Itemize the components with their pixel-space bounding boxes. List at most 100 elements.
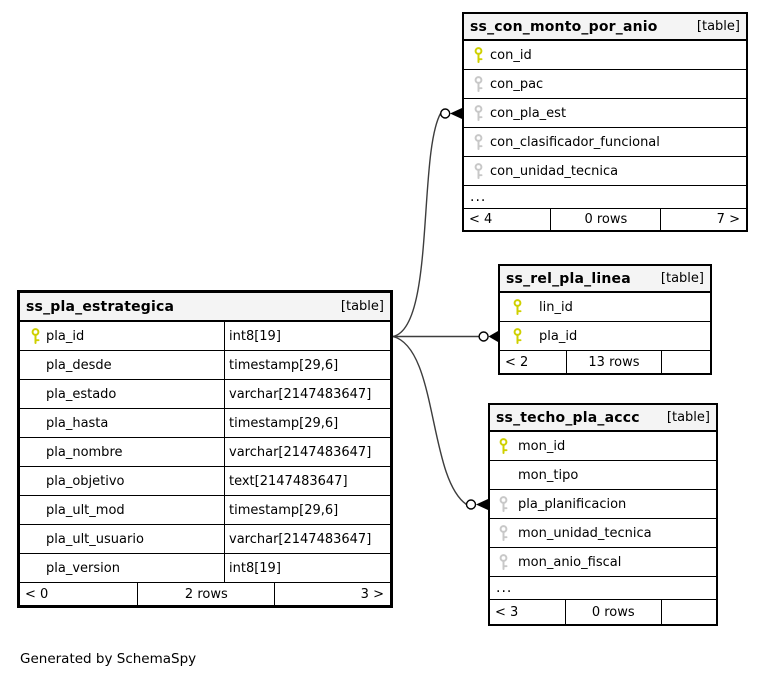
primary-key-icon: [512, 328, 523, 344]
column-row: pla_nombre varchar[2147483647]: [20, 438, 390, 467]
table-footer: < 2 13 rows: [500, 351, 710, 373]
foreign-key-icon: [473, 105, 484, 121]
column-name: lin_id: [539, 299, 573, 315]
primary-key-icon: [498, 438, 509, 454]
relationship-line-con-pla-est: [392, 113, 442, 338]
more-columns-ellipsis: ...: [464, 186, 746, 209]
no-key-spacer: [498, 467, 509, 483]
no-key-spacer: [30, 473, 41, 489]
footer-parents-count: [662, 600, 716, 624]
primary-key-icon: [473, 47, 484, 63]
column-name: pla_estado: [46, 386, 117, 402]
cardinality-circle: [440, 108, 451, 119]
generated-by-credit: Generated by SchemaSpy: [20, 651, 197, 667]
column-row: con_clasificador_funcional: [464, 128, 746, 157]
column-name: pla_nombre: [46, 444, 123, 460]
table-ss-pla-estrategica: ss_pla_estrategica [table] pla_id int8[1…: [17, 290, 393, 608]
arrowhead-icon: [476, 499, 488, 510]
column-name: con_pac: [490, 76, 544, 92]
footer-children-count: < 4: [464, 209, 552, 230]
column-name: pla_ult_mod: [46, 502, 125, 518]
no-key-spacer: [30, 531, 41, 547]
column-name: pla_planificacion: [518, 496, 627, 512]
column-name: con_clasificador_funcional: [490, 134, 660, 150]
column-row: con_id: [464, 41, 746, 70]
column-type: varchar[2147483647]: [229, 386, 372, 402]
column-name: con_id: [490, 47, 532, 63]
column-name: con_pla_est: [490, 105, 567, 121]
no-key-spacer: [30, 560, 41, 576]
footer-children-count: < 2: [500, 351, 568, 373]
table-ss-rel-pla-linea: ss_rel_pla_linea [table] lin_id pla_id <…: [498, 264, 712, 375]
table-type-badge: [table]: [696, 19, 740, 34]
column-row: pla_id: [500, 322, 710, 351]
table-ss-con-monto-por-anio: ss_con_monto_por_anio [table] con_id con…: [462, 12, 748, 232]
column-name: mon_id: [518, 438, 566, 454]
column-row: pla_hasta timestamp[29,6]: [20, 409, 390, 438]
column-name: mon_anio_fiscal: [518, 554, 622, 570]
table-header-ss-con-monto-por-anio[interactable]: ss_con_monto_por_anio [table]: [464, 14, 746, 41]
column-name: pla_objetivo: [46, 473, 125, 489]
relationship-line-pla-planificacion: [392, 335, 467, 506]
column-row: pla_ult_mod timestamp[29,6]: [20, 496, 390, 525]
primary-key-icon: [512, 299, 523, 315]
no-key-spacer: [30, 357, 41, 373]
table-name: ss_rel_pla_linea: [506, 270, 631, 287]
column-row: con_pac: [464, 70, 746, 99]
table-name: ss_pla_estrategica: [26, 298, 175, 315]
column-row: pla_objetivo text[2147483647]: [20, 467, 390, 496]
column-name: con_unidad_tecnica: [490, 163, 619, 179]
footer-children-count: < 3: [490, 600, 566, 624]
column-row: con_unidad_tecnica: [464, 157, 746, 186]
foreign-key-icon: [473, 76, 484, 92]
no-key-spacer: [30, 415, 41, 431]
column-type: text[2147483647]: [229, 473, 348, 489]
cardinality-circle: [478, 331, 489, 342]
no-key-spacer: [30, 502, 41, 518]
column-type: timestamp[29,6]: [229, 502, 339, 518]
column-name: pla_hasta: [46, 415, 109, 431]
column-name: mon_tipo: [518, 467, 579, 483]
column-type: varchar[2147483647]: [229, 444, 372, 460]
arrowhead-icon: [488, 331, 498, 342]
column-type: timestamp[29,6]: [229, 357, 339, 373]
foreign-key-icon: [498, 525, 509, 541]
table-header-ss-rel-pla-linea[interactable]: ss_rel_pla_linea [table]: [500, 266, 710, 293]
column-type: varchar[2147483647]: [229, 531, 372, 547]
footer-row-count: 0 rows: [551, 209, 662, 230]
column-row: mon_unidad_tecnica: [490, 519, 716, 548]
table-header-ss-techo-pla-accc[interactable]: ss_techo_pla_accc [table]: [490, 405, 716, 432]
column-row: pla_version int8[19]: [20, 554, 390, 583]
column-row: lin_id: [500, 293, 710, 322]
footer-row-count: 13 rows: [567, 351, 662, 373]
more-columns-ellipsis: ...: [490, 577, 716, 600]
table-type-badge: [table]: [660, 271, 704, 286]
table-footer: < 0 2 rows 3 >: [20, 583, 390, 605]
arrowhead-icon: [450, 108, 462, 119]
column-type: int8[19]: [229, 328, 281, 344]
column-name: pla_id: [46, 328, 85, 344]
column-row: con_pla_est: [464, 99, 746, 128]
primary-key-icon: [30, 328, 41, 344]
table-header-ss-pla-estrategica[interactable]: ss_pla_estrategica [table]: [20, 293, 390, 322]
column-row: pla_desde timestamp[29,6]: [20, 351, 390, 380]
column-type: timestamp[29,6]: [229, 415, 339, 431]
foreign-key-icon: [473, 163, 484, 179]
footer-row-count: 0 rows: [566, 600, 662, 624]
table-ss-techo-pla-accc: ss_techo_pla_accc [table] mon_id mon_tip…: [488, 403, 718, 626]
column-type: int8[19]: [229, 560, 281, 576]
ellipsis-text: ...: [496, 580, 513, 596]
column-row: pla_estado varchar[2147483647]: [20, 380, 390, 409]
column-name: pla_version: [46, 560, 120, 576]
foreign-key-icon: [498, 496, 509, 512]
ellipsis-text: ...: [470, 189, 487, 205]
table-name: ss_con_monto_por_anio: [470, 18, 658, 35]
table-type-badge: [table]: [666, 410, 710, 425]
column-row: mon_id: [490, 432, 716, 461]
footer-parents-count: [662, 351, 710, 373]
table-name: ss_techo_pla_accc: [496, 409, 640, 426]
column-name: mon_unidad_tecnica: [518, 525, 652, 541]
footer-row-count: 2 rows: [138, 583, 276, 605]
column-row: mon_anio_fiscal: [490, 548, 716, 577]
